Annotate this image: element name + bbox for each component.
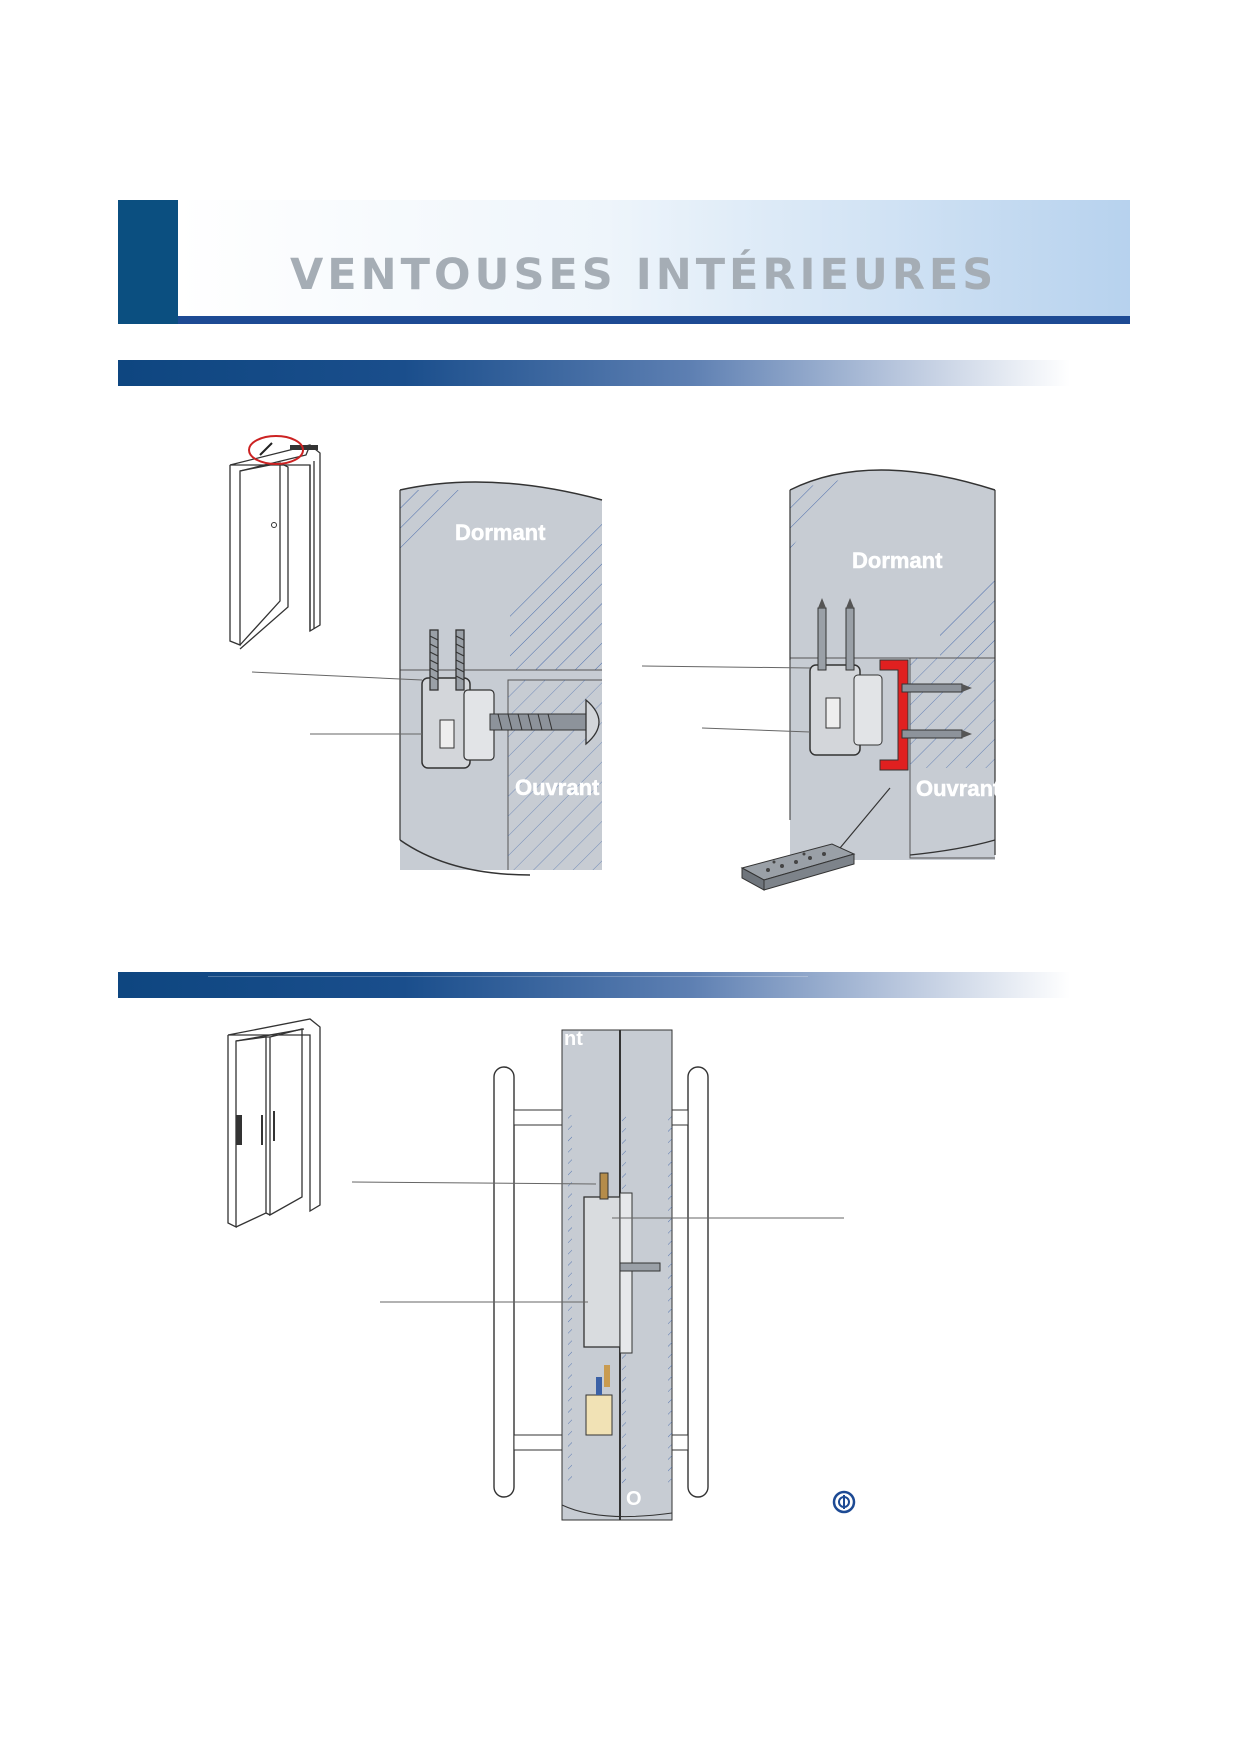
magnet-bar [583,1196,621,1348]
header-underline [178,316,1130,324]
callout-lines-bottom [351,1181,844,1303]
section2-top-label: nt [564,1028,583,1050]
leaf-label-left: Ouvrant [515,775,600,800]
header-color-block [118,200,178,324]
cross-section-right: Dormant Ouvrant [789,469,1000,860]
armature-plate-detail [740,843,856,891]
leaf-label-right: Ouvrant [916,776,1000,801]
door-thumbnail-top [229,435,321,650]
section2-bottom-label: O [626,1488,642,1510]
handle-left [493,1066,515,1498]
frame-label-right: Dormant [852,548,943,573]
page-title: VENTOUSES INTÉRIEURES [290,250,998,300]
handle-right [687,1066,709,1498]
double-door-thumbnail [227,1018,321,1229]
callout-lines-right [641,665,811,733]
counter-plate [619,1192,633,1354]
pull-handle-section: nt O [493,1028,709,1521]
frame-label-left: Dormant [455,520,546,545]
cross-section-left: Dormant Ouvrant [399,481,603,876]
section-bar-2-inset [208,976,808,995]
brand-logo-icon [832,1490,856,1514]
red-bracket [879,659,909,771]
section-bar-2 [118,972,1070,998]
electronic-module [585,1394,613,1436]
section-bar-1 [118,360,1070,386]
callout-lines-left [251,671,423,735]
header-band [178,200,1130,316]
